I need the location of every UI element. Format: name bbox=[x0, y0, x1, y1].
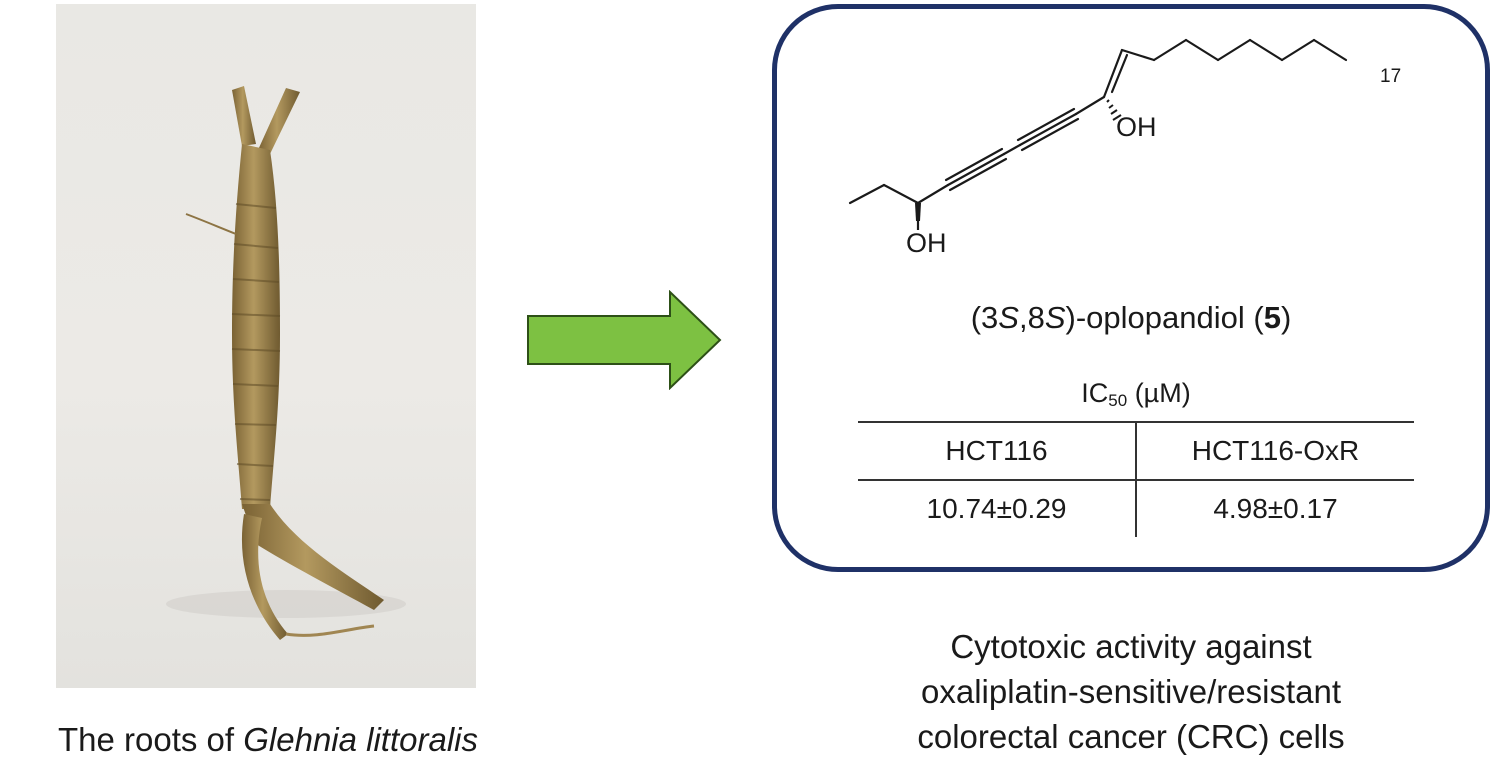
chemical-structure: OH OH 17 bbox=[848, 38, 1401, 258]
hydroxyl-label-top: OH bbox=[1116, 112, 1157, 142]
species-name: Glehnia littoralis bbox=[243, 721, 479, 758]
value-hct116-oxr: 4.98±0.17 bbox=[1213, 493, 1338, 524]
root-illustration bbox=[166, 86, 406, 640]
chain-end-label: 17 bbox=[1380, 66, 1401, 87]
compound-number: 5 bbox=[1263, 300, 1281, 335]
table-header-row: HCT116 HCT116-OxR bbox=[858, 421, 1414, 481]
activity-caption-line: Cytotoxic activity against bbox=[950, 628, 1312, 665]
activity-caption-line: colorectal cancer (CRC) cells bbox=[917, 718, 1345, 755]
value-hct116: 10.74±0.29 bbox=[858, 480, 1137, 537]
root-caption: The roots of Glehnia littoralis bbox=[0, 718, 536, 762]
ic50-table: HCT116 HCT116-OxR 10.74±0.29 4.98±0.17 bbox=[858, 421, 1414, 537]
activity-caption-line: oxaliplatin-sensitive/resistant bbox=[920, 673, 1342, 710]
column-header-hct116: HCT116 bbox=[858, 421, 1137, 481]
column-header-hct116-oxr: HCT116-OxR bbox=[1136, 421, 1414, 481]
root-photo bbox=[56, 4, 476, 688]
activity-caption: Cytotoxic activity against oxaliplatin-s… bbox=[772, 624, 1490, 759]
table-row: 10.74±0.29 4.98±0.17 bbox=[858, 480, 1414, 537]
hydroxyl-label-bottom: OH bbox=[906, 228, 947, 258]
compound-name: (3S,8S)-oplopandiol (5) bbox=[970, 300, 1292, 335]
right-arrow-icon bbox=[527, 290, 722, 390]
ic50-title: IC50 (µM) bbox=[1081, 378, 1191, 410]
caption-prefix: The roots of bbox=[57, 721, 244, 758]
